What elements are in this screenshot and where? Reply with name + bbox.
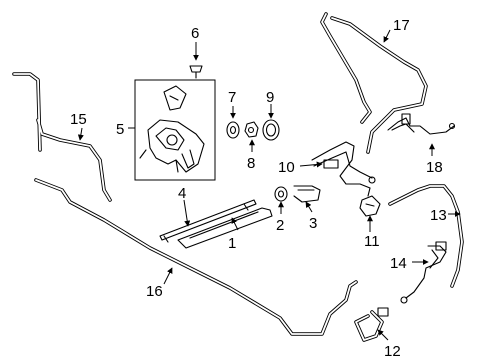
callout-13: 13: [430, 207, 447, 224]
callout-16: 16: [146, 283, 163, 300]
washer-hose-15: [12, 72, 112, 202]
wiper-motor-5: [139, 85, 205, 173]
nut-8: [244, 121, 259, 138]
callout-9: 9: [266, 89, 274, 106]
wiper-blade-4: [159, 199, 257, 243]
callout-12: 12: [384, 343, 401, 360]
callout-2: 2: [276, 217, 284, 234]
connector-11: [359, 187, 381, 217]
callout-10: 10: [278, 159, 295, 176]
callout-1: 1: [228, 235, 236, 252]
cap-2: [274, 186, 288, 202]
harness-14: [400, 241, 447, 304]
motor-harness-10: [311, 141, 376, 189]
callout-6: 6: [191, 25, 199, 42]
callout-5: 5: [116, 121, 124, 138]
screw-6: [189, 65, 203, 79]
callout-18: 18: [426, 159, 443, 176]
washer-hose-13: [388, 184, 464, 288]
leader-lines: [77, 29, 461, 341]
callout-11: 11: [364, 233, 380, 250]
callout-3: 3: [309, 215, 317, 232]
callout-14: 14: [390, 255, 407, 272]
washer-7: [226, 121, 240, 139]
harness-18: [387, 113, 456, 135]
washer-hose-16: [34, 178, 358, 336]
washer-hose-17: [320, 12, 428, 154]
callout-15: 15: [70, 111, 87, 128]
wiper-arm-1: [177, 207, 273, 249]
nozzle-hose-12: [354, 307, 389, 342]
cover-3: [293, 185, 321, 203]
grommet-9: [262, 119, 280, 141]
callout-17: 17: [393, 17, 410, 34]
callout-8: 8: [247, 155, 255, 172]
callout-7: 7: [228, 89, 236, 106]
callout-4: 4: [178, 185, 186, 202]
